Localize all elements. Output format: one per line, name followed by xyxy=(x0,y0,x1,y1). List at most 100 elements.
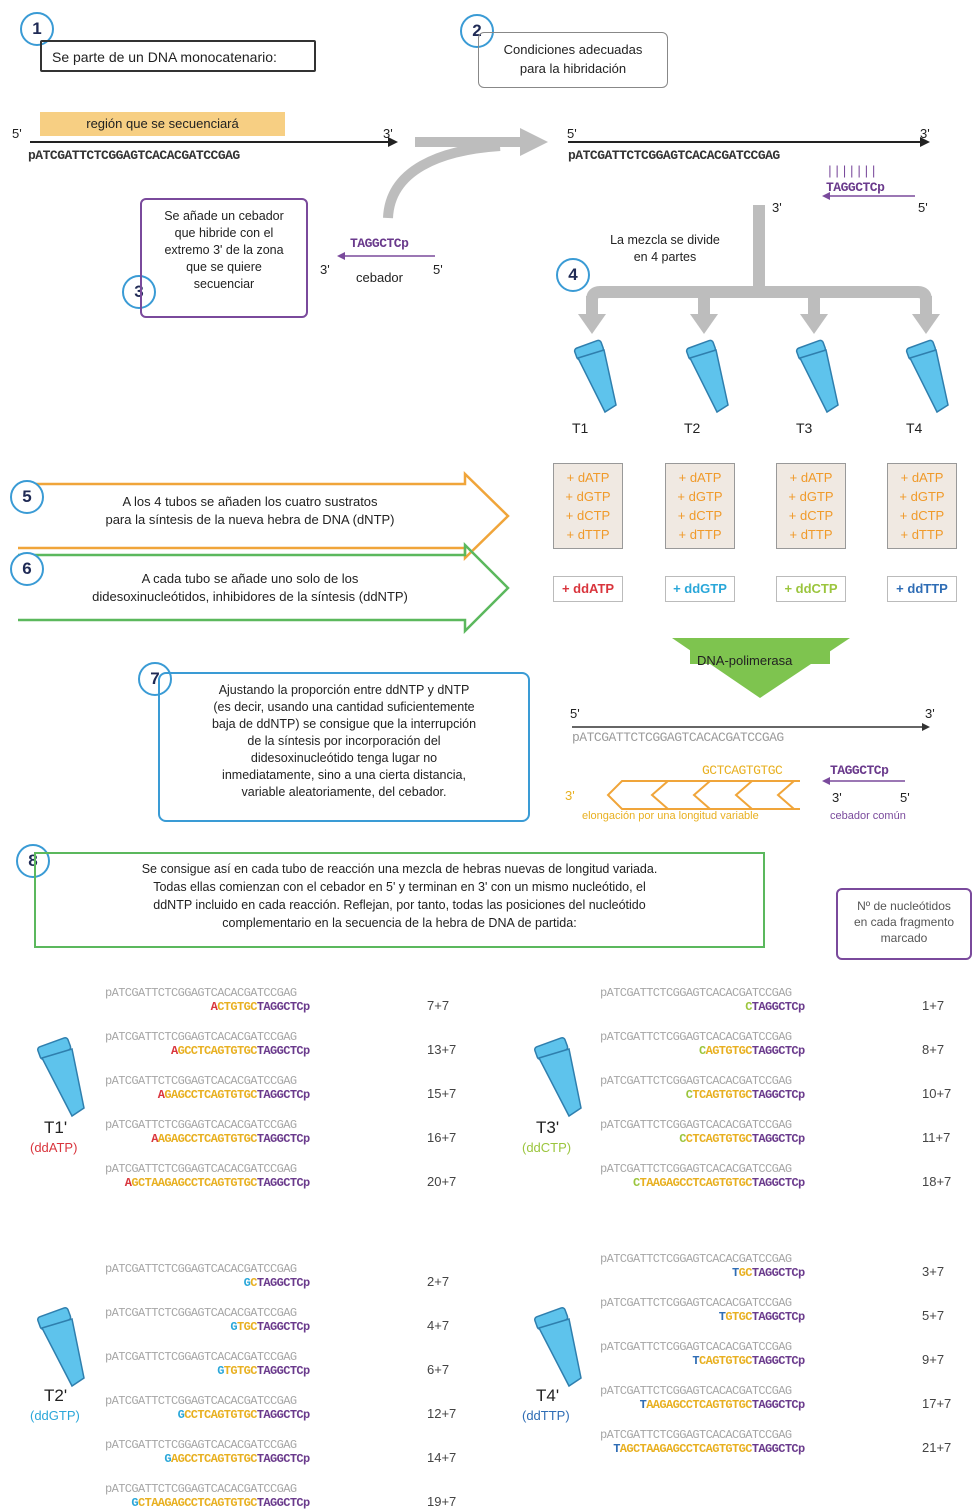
terminal-dd-nucleotide: T xyxy=(718,1310,726,1324)
fragment-new-strand: CAGTGTGCTAGGCTCp xyxy=(600,1044,805,1058)
fragment-template: pATCGATTCTCGGAGTCACACGATCCGAG xyxy=(105,1262,297,1276)
synthesized-segment: GAGCCTCAGTGTGC xyxy=(164,1088,257,1102)
fragment-count: 20+7 xyxy=(427,1174,457,1189)
fragment-new-strand: GCTAGGCTCp xyxy=(105,1276,311,1290)
step-7-line2: (es decir, usando una cantidad suficient… xyxy=(213,700,475,714)
fragment-primer: TAGGCTCp xyxy=(751,1398,805,1412)
split-arrowhead-4 xyxy=(912,314,940,334)
template-3prime-right: 3' xyxy=(920,126,930,141)
synthesized-segment: GCTAAGAGCCTCAGTGTGC xyxy=(131,1176,257,1190)
fragment-template: pATCGATTCTCGGAGTCACACGATCCGAG xyxy=(600,1118,792,1132)
mix-item: + dATP xyxy=(789,470,833,485)
tube-icon-2 xyxy=(685,339,729,414)
elong-3prime: 3' xyxy=(925,706,935,721)
step-3-line1: Se añade un cebador xyxy=(164,209,284,223)
mix-item: + dTTP xyxy=(678,527,722,542)
terminal-dd-nucleotide: C xyxy=(679,1132,686,1146)
synthesized-segment: AAGAGCCTCAGTGTGC xyxy=(646,1398,752,1412)
fragment-primer: TAGGCTCp xyxy=(256,1276,310,1290)
terminal-dd-nucleotide: A xyxy=(124,1176,132,1190)
tube-icon-t4prime xyxy=(534,1306,582,1388)
fragment-primer: TAGGCTCp xyxy=(256,1452,310,1466)
count-note-line3: marcado xyxy=(880,931,928,945)
primer-free: TAGGCTCp xyxy=(350,236,409,251)
fragment-count: 11+7 xyxy=(922,1130,951,1145)
fragment-new-strand: CTCAGTGTGCTAGGCTCp xyxy=(600,1088,805,1102)
terminal-dd-nucleotide: T xyxy=(613,1442,620,1456)
elong-new-3prime: 3' xyxy=(565,788,575,803)
primer-right-3prime: 3' xyxy=(772,200,782,215)
result-tubes xyxy=(37,1036,582,1388)
fragment-template: pATCGATTCTCGGAGTCACACGATCCGAG xyxy=(105,1118,297,1132)
elongation-label: elongación por una longitud variable xyxy=(582,810,759,822)
step-8-line3: ddNTP incluido en cada reacción. Refleja… xyxy=(153,898,646,912)
synthesized-segment: AGAGCCTCAGTGTGC xyxy=(157,1132,258,1146)
step-1-box: Se parte de un DNA monocatenario: xyxy=(40,40,316,72)
mix-item: + dCTP xyxy=(788,508,834,523)
dd-box-3: + ddCTP xyxy=(776,576,846,602)
region-label: región que se secuenciará xyxy=(86,116,239,131)
mix-item: + dTTP xyxy=(789,527,833,542)
step-7-line4: de la síntesis por incorporación del xyxy=(247,734,441,748)
step-2-line2: para la hibridación xyxy=(519,61,627,76)
elong-5prime: 5' xyxy=(570,706,580,721)
step-6-line1: A cada tubo se añade uno solo de los xyxy=(141,571,359,586)
synthesized-segment: AGCCTCAGTGTGC xyxy=(171,1452,257,1466)
terminal-dd-nucleotide: T xyxy=(732,1266,739,1280)
step-8-line2: Todas ellas comienzan con el cebador en … xyxy=(153,880,646,894)
primer-label: cebador xyxy=(356,270,403,285)
fragment-new-strand: CCTCAGTGTGCTAGGCTCp xyxy=(600,1132,805,1146)
fragment-primer: TAGGCTCp xyxy=(751,1310,805,1324)
mix-box-2: + dATP+ dGTP+ dCTP+ dTTP xyxy=(665,463,735,549)
fragment-count: 18+7 xyxy=(922,1174,952,1189)
step-2-line1: Condiciones adecuadas xyxy=(503,42,643,57)
fragment-new-strand: AGAGCCTCAGTGTGCTAGGCTCp xyxy=(105,1088,310,1102)
gray-arrowhead-hybridize xyxy=(520,128,548,156)
result-dd-label: (ddGTP) xyxy=(30,1408,80,1423)
synthesized-segment: CAGTGTGC xyxy=(699,1354,752,1368)
step-5-badge: 5 xyxy=(10,480,44,514)
primer-right-5prime: 5' xyxy=(918,200,928,215)
gray-split-stem xyxy=(753,205,765,290)
terminal-dd-nucleotide: A xyxy=(210,1000,218,1014)
result-dd-label: (ddCTP) xyxy=(522,1140,572,1155)
fragment-primer: TAGGCTCp xyxy=(256,1408,310,1422)
step-3-line2: que hibride con el xyxy=(174,226,274,240)
primer-right: TAGGCTCp xyxy=(826,180,885,195)
mix-item: + dGTP xyxy=(677,489,723,504)
terminal-dd-nucleotide: C xyxy=(699,1044,706,1058)
fragment-new-strand: AAGAGCCTCAGTGTGCTAGGCTCp xyxy=(105,1132,310,1146)
step-8-badge: 8 xyxy=(16,844,50,878)
fragment-primer: TAGGCTCp xyxy=(751,1354,805,1368)
fragment-template: pATCGATTCTCGGAGTCACACGATCCGAG xyxy=(600,1384,792,1398)
fragment-primer: TAGGCTCp xyxy=(256,1176,310,1190)
fragment-count: 12+7 xyxy=(427,1406,457,1421)
fragment-count: 9+7 xyxy=(922,1352,945,1367)
step-7-line7: variable aleatoriamente, del cebador. xyxy=(241,785,447,799)
fragment-new-strand: AGCCTCAGTGTGCTAGGCTCp xyxy=(105,1044,310,1058)
synthesized-segment: TCAGTGTGC xyxy=(692,1088,752,1102)
result-dd-label: (ddTTP) xyxy=(522,1408,570,1423)
fragment-template: pATCGATTCTCGGAGTCACACGATCCGAG xyxy=(105,986,297,1000)
template-3prime-left: 3' xyxy=(383,126,393,141)
fragment-new-strand: CTAAGAGCCTCAGTGTGCTAGGCTCp xyxy=(600,1176,805,1190)
synthesized-segment: AGTGTGC xyxy=(705,1044,753,1058)
terminal-dd-nucleotide: G xyxy=(217,1364,224,1378)
fragment-primer: TAGGCTCp xyxy=(751,1088,805,1102)
fragment-template: pATCGATTCTCGGAGTCACACGATCCGAG xyxy=(600,1340,792,1354)
result-tube-label: T3' xyxy=(536,1118,560,1137)
terminal-dd-nucleotide: G xyxy=(164,1452,171,1466)
step-3-badge: 3 xyxy=(122,275,156,309)
fragment-template: pATCGATTCTCGGAGTCACACGATCCGAG xyxy=(105,1074,297,1088)
step-6-text: A cada tubo se añade uno solo de los did… xyxy=(50,570,450,606)
